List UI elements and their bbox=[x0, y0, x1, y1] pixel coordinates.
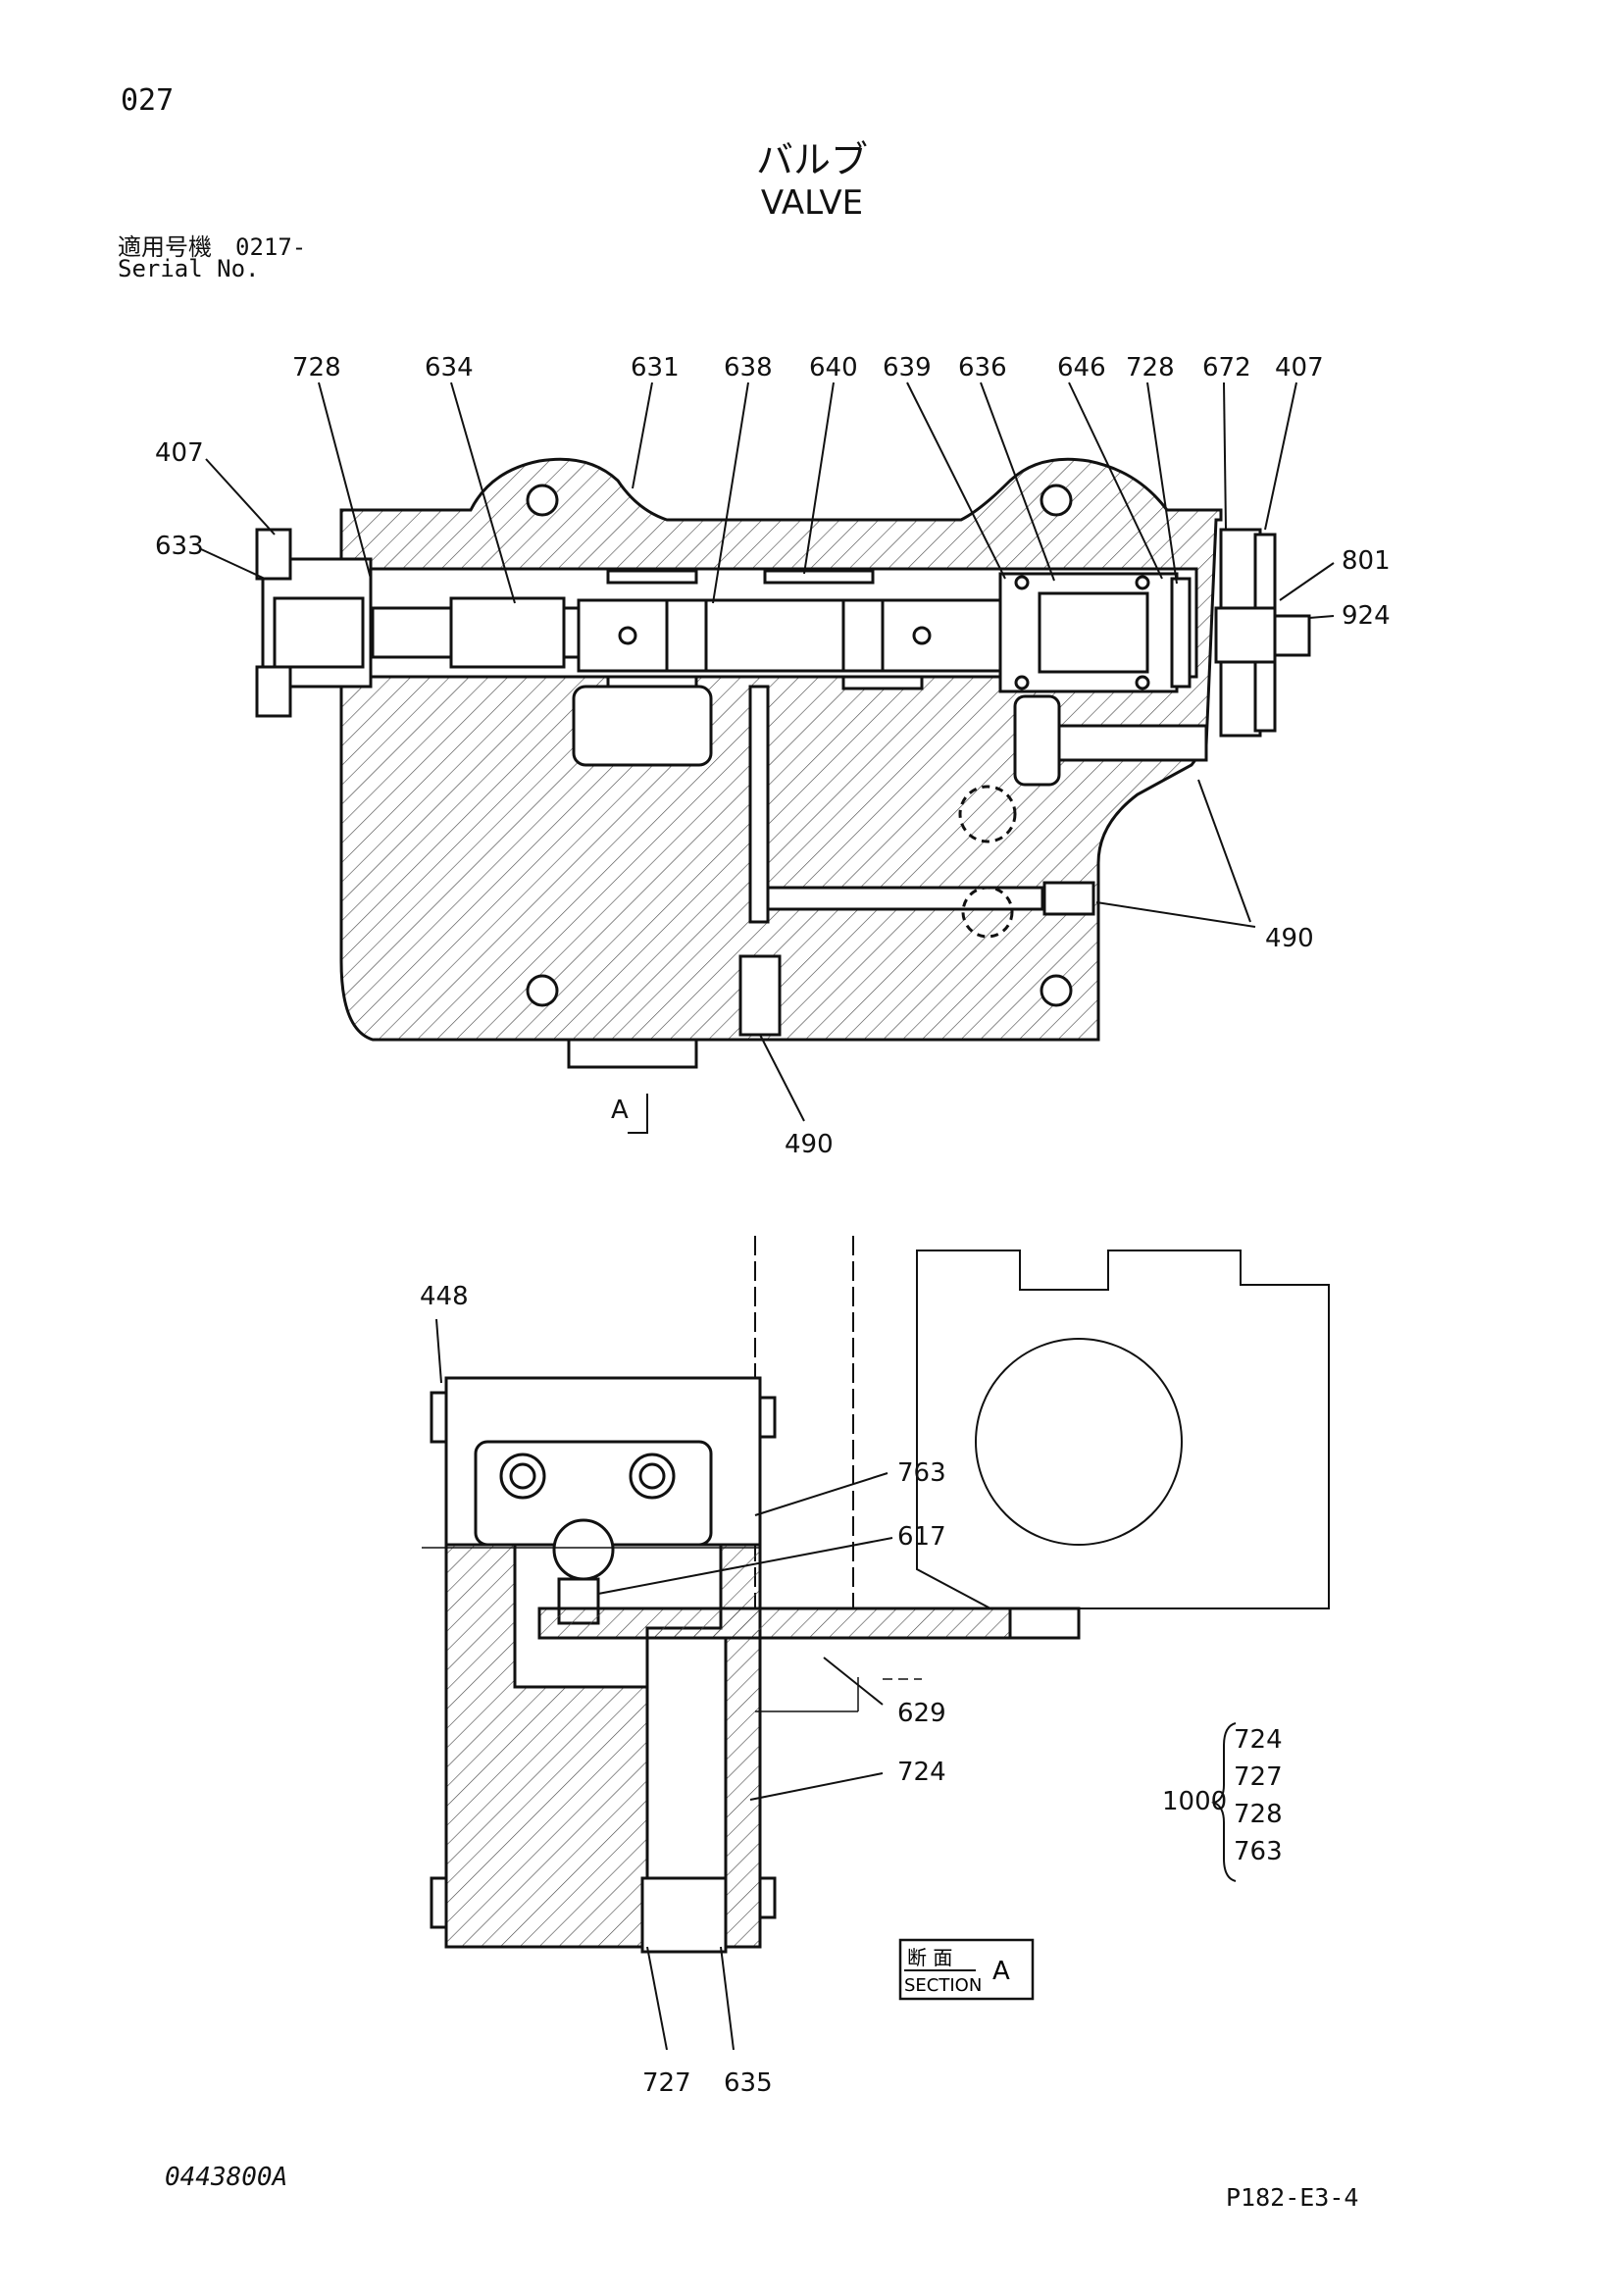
callout-label: 924 bbox=[1342, 601, 1391, 631]
callout-label: 633 bbox=[155, 532, 204, 561]
callout-label: 634 bbox=[425, 353, 474, 383]
kit-item: 724 bbox=[1234, 1725, 1283, 1755]
callout-label: 407 bbox=[155, 438, 204, 468]
callout-label: 763 bbox=[897, 1458, 946, 1488]
kit-item: 727 bbox=[1234, 1762, 1283, 1792]
section-marker-label: A bbox=[611, 1096, 629, 1125]
kit-item: 728 bbox=[1234, 1800, 1283, 1829]
callout-label: 407 bbox=[1275, 353, 1324, 383]
callout-label: 631 bbox=[631, 353, 680, 383]
section-box-jp: 断 面 bbox=[907, 1946, 952, 1969]
page-code: P182-E3-4 bbox=[1226, 2183, 1359, 2212]
kit-item: 763 bbox=[1234, 1837, 1283, 1866]
callouts-section: 448 763 617 629 724 727 635 bbox=[420, 1282, 946, 2098]
serial-label-english: Serial No. bbox=[118, 255, 260, 282]
callout-label: 672 bbox=[1202, 353, 1251, 383]
callout-label: 490 bbox=[1265, 924, 1314, 953]
callouts-top: 728 634 631 638 640 639 636 646 728 672 … bbox=[155, 353, 1391, 1159]
valve-top-section bbox=[255, 457, 1311, 1069]
section-box-en: SECTION bbox=[904, 1975, 982, 1996]
callout-label: 617 bbox=[897, 1522, 946, 1552]
valve-section-a bbox=[422, 1236, 1330, 1954]
document-number: 0443800A bbox=[165, 2163, 288, 2192]
callout-label: 490 bbox=[785, 1130, 834, 1159]
section-a-box: 断 面 SECTION A bbox=[898, 1938, 1035, 2001]
callout-label: 801 bbox=[1342, 546, 1391, 576]
kit-group: 1000 724 727 728 763 bbox=[1162, 1722, 1283, 1882]
page-number: 027 bbox=[121, 83, 175, 118]
callout-label: 629 bbox=[897, 1699, 946, 1728]
title-english: VALVE bbox=[760, 183, 864, 223]
callout-label: 635 bbox=[724, 2068, 773, 2098]
callout-label: 724 bbox=[897, 1758, 946, 1787]
section-marker-a: A bbox=[611, 1094, 648, 1134]
serial-label-japanese: 適用号機 0217- bbox=[118, 233, 307, 261]
callout-label: 727 bbox=[642, 2068, 691, 2098]
callout-label: 636 bbox=[958, 353, 1007, 383]
title-japanese: バルブ bbox=[755, 138, 868, 181]
section-box-letter: A bbox=[992, 1957, 1010, 1986]
callout-label: 728 bbox=[1126, 353, 1175, 383]
callout-label: 638 bbox=[724, 353, 773, 383]
leader-lines-section bbox=[435, 1318, 893, 2051]
callout-label: 448 bbox=[420, 1282, 469, 1311]
callout-label: 639 bbox=[883, 353, 932, 383]
leader-lines-top bbox=[200, 382, 1335, 1122]
callout-label: 646 bbox=[1057, 353, 1106, 383]
callout-label: 728 bbox=[292, 353, 341, 383]
callout-label: 640 bbox=[809, 353, 858, 383]
